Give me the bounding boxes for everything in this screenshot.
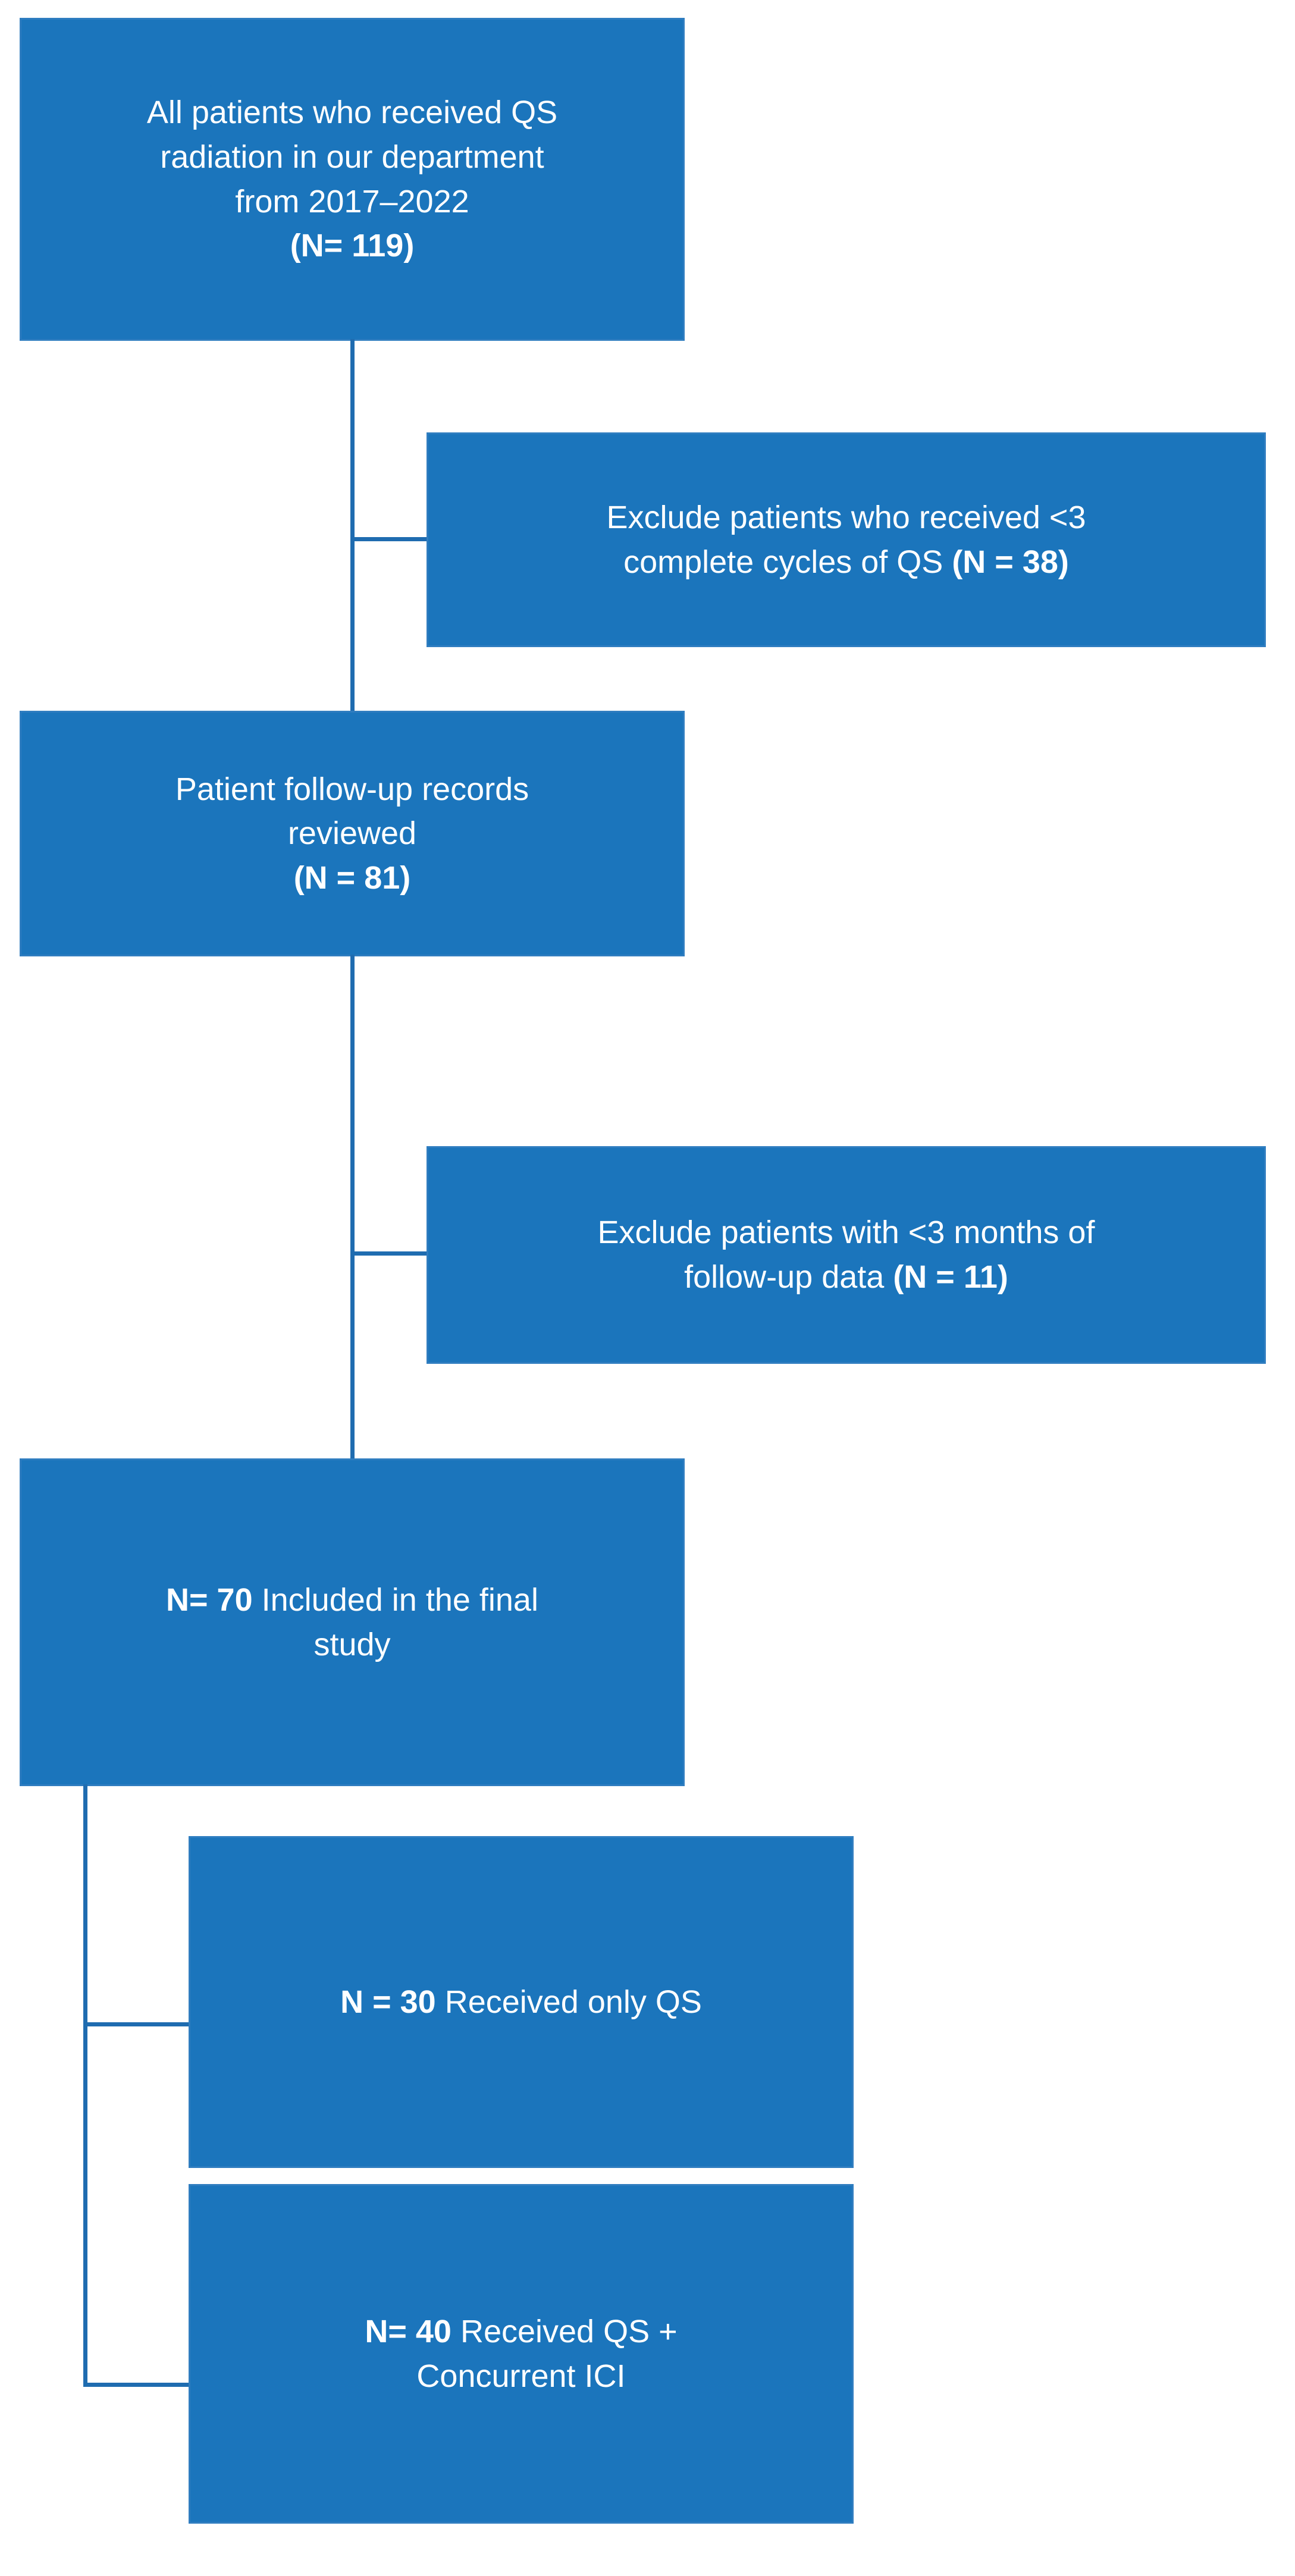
node-final-study: N= 70 Included in the final study bbox=[21, 1460, 683, 1784]
arm-qs-ici-suffix: Received QS + bbox=[451, 2313, 678, 2349]
exclude-cycles-line2: complete cycles of QS (N = 38) bbox=[623, 544, 1069, 580]
node-arm-qs-only: N = 30 Received only QS bbox=[190, 1838, 852, 2166]
exclude-followup-count: (N = 11) bbox=[893, 1259, 1008, 1295]
connector-branch-to-qs-ici bbox=[83, 2383, 192, 2387]
reviewed-count: (N = 81) bbox=[293, 859, 411, 896]
node-arm-qs-plus-ici-text: N= 40 Received QS + Concurrent ICI bbox=[207, 2310, 835, 2398]
node-arm-qs-only-text: N = 30 Received only QS bbox=[207, 1980, 835, 2025]
enrolled-count: (N= 119) bbox=[290, 228, 415, 264]
node-all-patients-enrolled: All patients who received QS radiation i… bbox=[21, 20, 683, 339]
enrolled-line3: from 2017–2022 bbox=[235, 183, 469, 219]
node-all-patients-enrolled-text: All patients who received QS radiation i… bbox=[38, 90, 666, 268]
exclude-followup-line1: Exclude patients with <3 months of bbox=[597, 1215, 1095, 1251]
node-exclude-incomplete-cycles: Exclude patients who received <3 complet… bbox=[428, 434, 1264, 645]
exclude-followup-line2: follow-up data (N = 11) bbox=[684, 1259, 1008, 1295]
node-records-reviewed-text: Patient follow-up records reviewed (N = … bbox=[38, 767, 666, 900]
node-exclude-incomplete-cycles-text: Exclude patients who received <3 complet… bbox=[445, 495, 1247, 584]
exclude-cycles-line1: Exclude patients who received <3 bbox=[606, 499, 1086, 535]
node-exclude-short-followup: Exclude patients with <3 months of follo… bbox=[428, 1148, 1264, 1362]
connector-to-exclude-followup bbox=[350, 1251, 430, 1256]
connector-branch-to-qs-only bbox=[83, 2022, 192, 2026]
arm-qs-ici-count: N= 40 bbox=[365, 2313, 451, 2349]
enrolled-line2: radiation in our department bbox=[160, 139, 544, 175]
final-study-line2: study bbox=[313, 1626, 391, 1662]
arm-qs-only-suffix: Received only QS bbox=[435, 1984, 702, 2020]
connector-enrolled-to-reviewed bbox=[350, 339, 355, 713]
connector-to-exclude-cycles bbox=[350, 537, 430, 541]
arm-qs-only-count: N = 30 bbox=[340, 1984, 436, 2020]
exclude-cycles-count: (N = 38) bbox=[952, 544, 1069, 580]
node-arm-qs-plus-ici: N= 40 Received QS + Concurrent ICI bbox=[190, 2186, 852, 2522]
reviewed-line1: Patient follow-up records bbox=[175, 771, 529, 807]
arm-qs-ici-line2: Concurrent ICI bbox=[416, 2358, 626, 2394]
final-study-line1-suffix: Included in the final bbox=[252, 1582, 538, 1618]
node-records-reviewed: Patient follow-up records reviewed (N = … bbox=[21, 713, 683, 955]
connector-final-study-branch-trunk bbox=[83, 1784, 87, 2387]
node-exclude-short-followup-text: Exclude patients with <3 months of follo… bbox=[445, 1210, 1247, 1299]
enrolled-line1: All patients who received QS bbox=[146, 95, 558, 131]
reviewed-line2: reviewed bbox=[287, 815, 417, 852]
node-final-study-text: N= 70 Included in the final study bbox=[38, 1578, 666, 1667]
final-study-count: N= 70 bbox=[166, 1582, 253, 1618]
connector-reviewed-to-final bbox=[350, 955, 355, 1460]
